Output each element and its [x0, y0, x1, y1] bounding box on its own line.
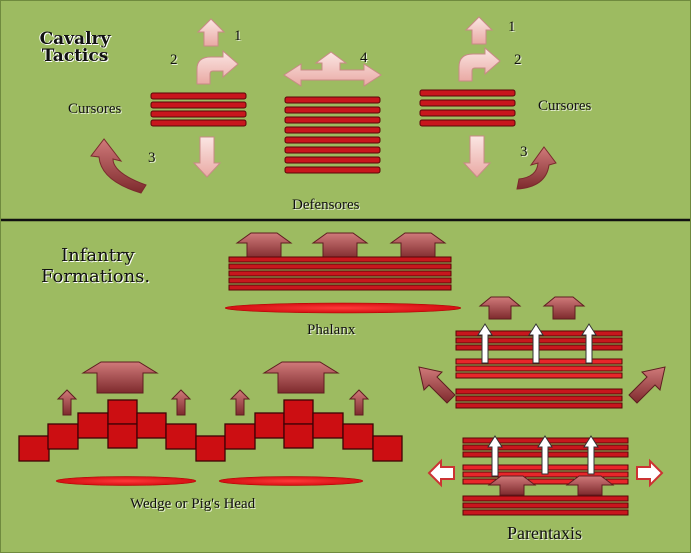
parentaxis-right-side-arrow-icon — [636, 458, 664, 488]
cavalry-title-line2: Tactics — [41, 46, 109, 66]
right-wheel-arrow-icon — [458, 46, 501, 82]
phalanx-base — [224, 302, 462, 314]
left-cursores-bars — [150, 92, 247, 127]
parentaxis-lower-brown-arrows — [487, 475, 615, 496]
left-number-2: 2 — [170, 52, 178, 68]
right-number-3: 3 — [520, 144, 528, 160]
wedge-big-arrows — [81, 361, 340, 394]
parentaxis-left-side-arrow-icon — [427, 458, 455, 488]
infantry-title-line1: Infantry — [61, 245, 135, 266]
left-wheel-arrow-icon — [196, 49, 239, 85]
left-retreat-arrow-icon — [192, 136, 222, 178]
infantry-title-line2: Formations. — [41, 266, 151, 287]
parentaxis-label: Parentaxis — [507, 523, 582, 543]
parentaxis-left-diagonal-arrow-icon — [418, 366, 456, 404]
left-number-1: 1 — [234, 28, 242, 44]
parentaxis-upper-white-arrows — [477, 323, 597, 364]
right-curve-arrow-icon — [516, 146, 557, 190]
wedge-right-blocks — [224, 399, 403, 462]
defensores-label: Defensores — [292, 197, 360, 213]
center-number-4: 4 — [360, 50, 368, 66]
left-number-3: 3 — [148, 150, 156, 166]
parentaxis-upper-arrows — [478, 296, 586, 320]
right-forward-arrow-icon — [464, 16, 494, 45]
wedge-base-right — [218, 476, 364, 486]
cavalry-title: Cavalry Tactics — [31, 31, 119, 65]
wedge-left-blocks — [18, 399, 226, 462]
defensores-bars — [284, 96, 381, 174]
right-cursores-label: Cursores — [538, 98, 592, 114]
right-cursores-bars — [419, 89, 516, 127]
wedge-base-left — [55, 476, 197, 486]
cavalry-title-line1: Cavalry — [39, 29, 111, 49]
left-curve-arrow-icon — [90, 138, 147, 194]
center-spread-arrow-icon — [283, 51, 382, 87]
wedge-small-arrows — [56, 389, 370, 416]
wedge-label: Wedge or Pig's Head — [130, 496, 256, 512]
parentaxis-right-diagonal-arrow-icon — [628, 366, 666, 404]
right-retreat-arrow-icon — [462, 135, 492, 178]
right-number-2: 2 — [514, 52, 522, 68]
left-forward-arrow-icon — [196, 18, 226, 47]
infantry-title: Infantry Formations. — [41, 245, 150, 287]
parentaxis-lower-white-arrows — [487, 435, 599, 477]
phalanx-lines — [228, 256, 452, 291]
right-number-1: 1 — [508, 19, 516, 35]
phalanx-arrows — [235, 232, 447, 260]
phalanx-label: Phalanx — [307, 322, 356, 338]
left-cursores-label: Cursores — [68, 101, 122, 117]
